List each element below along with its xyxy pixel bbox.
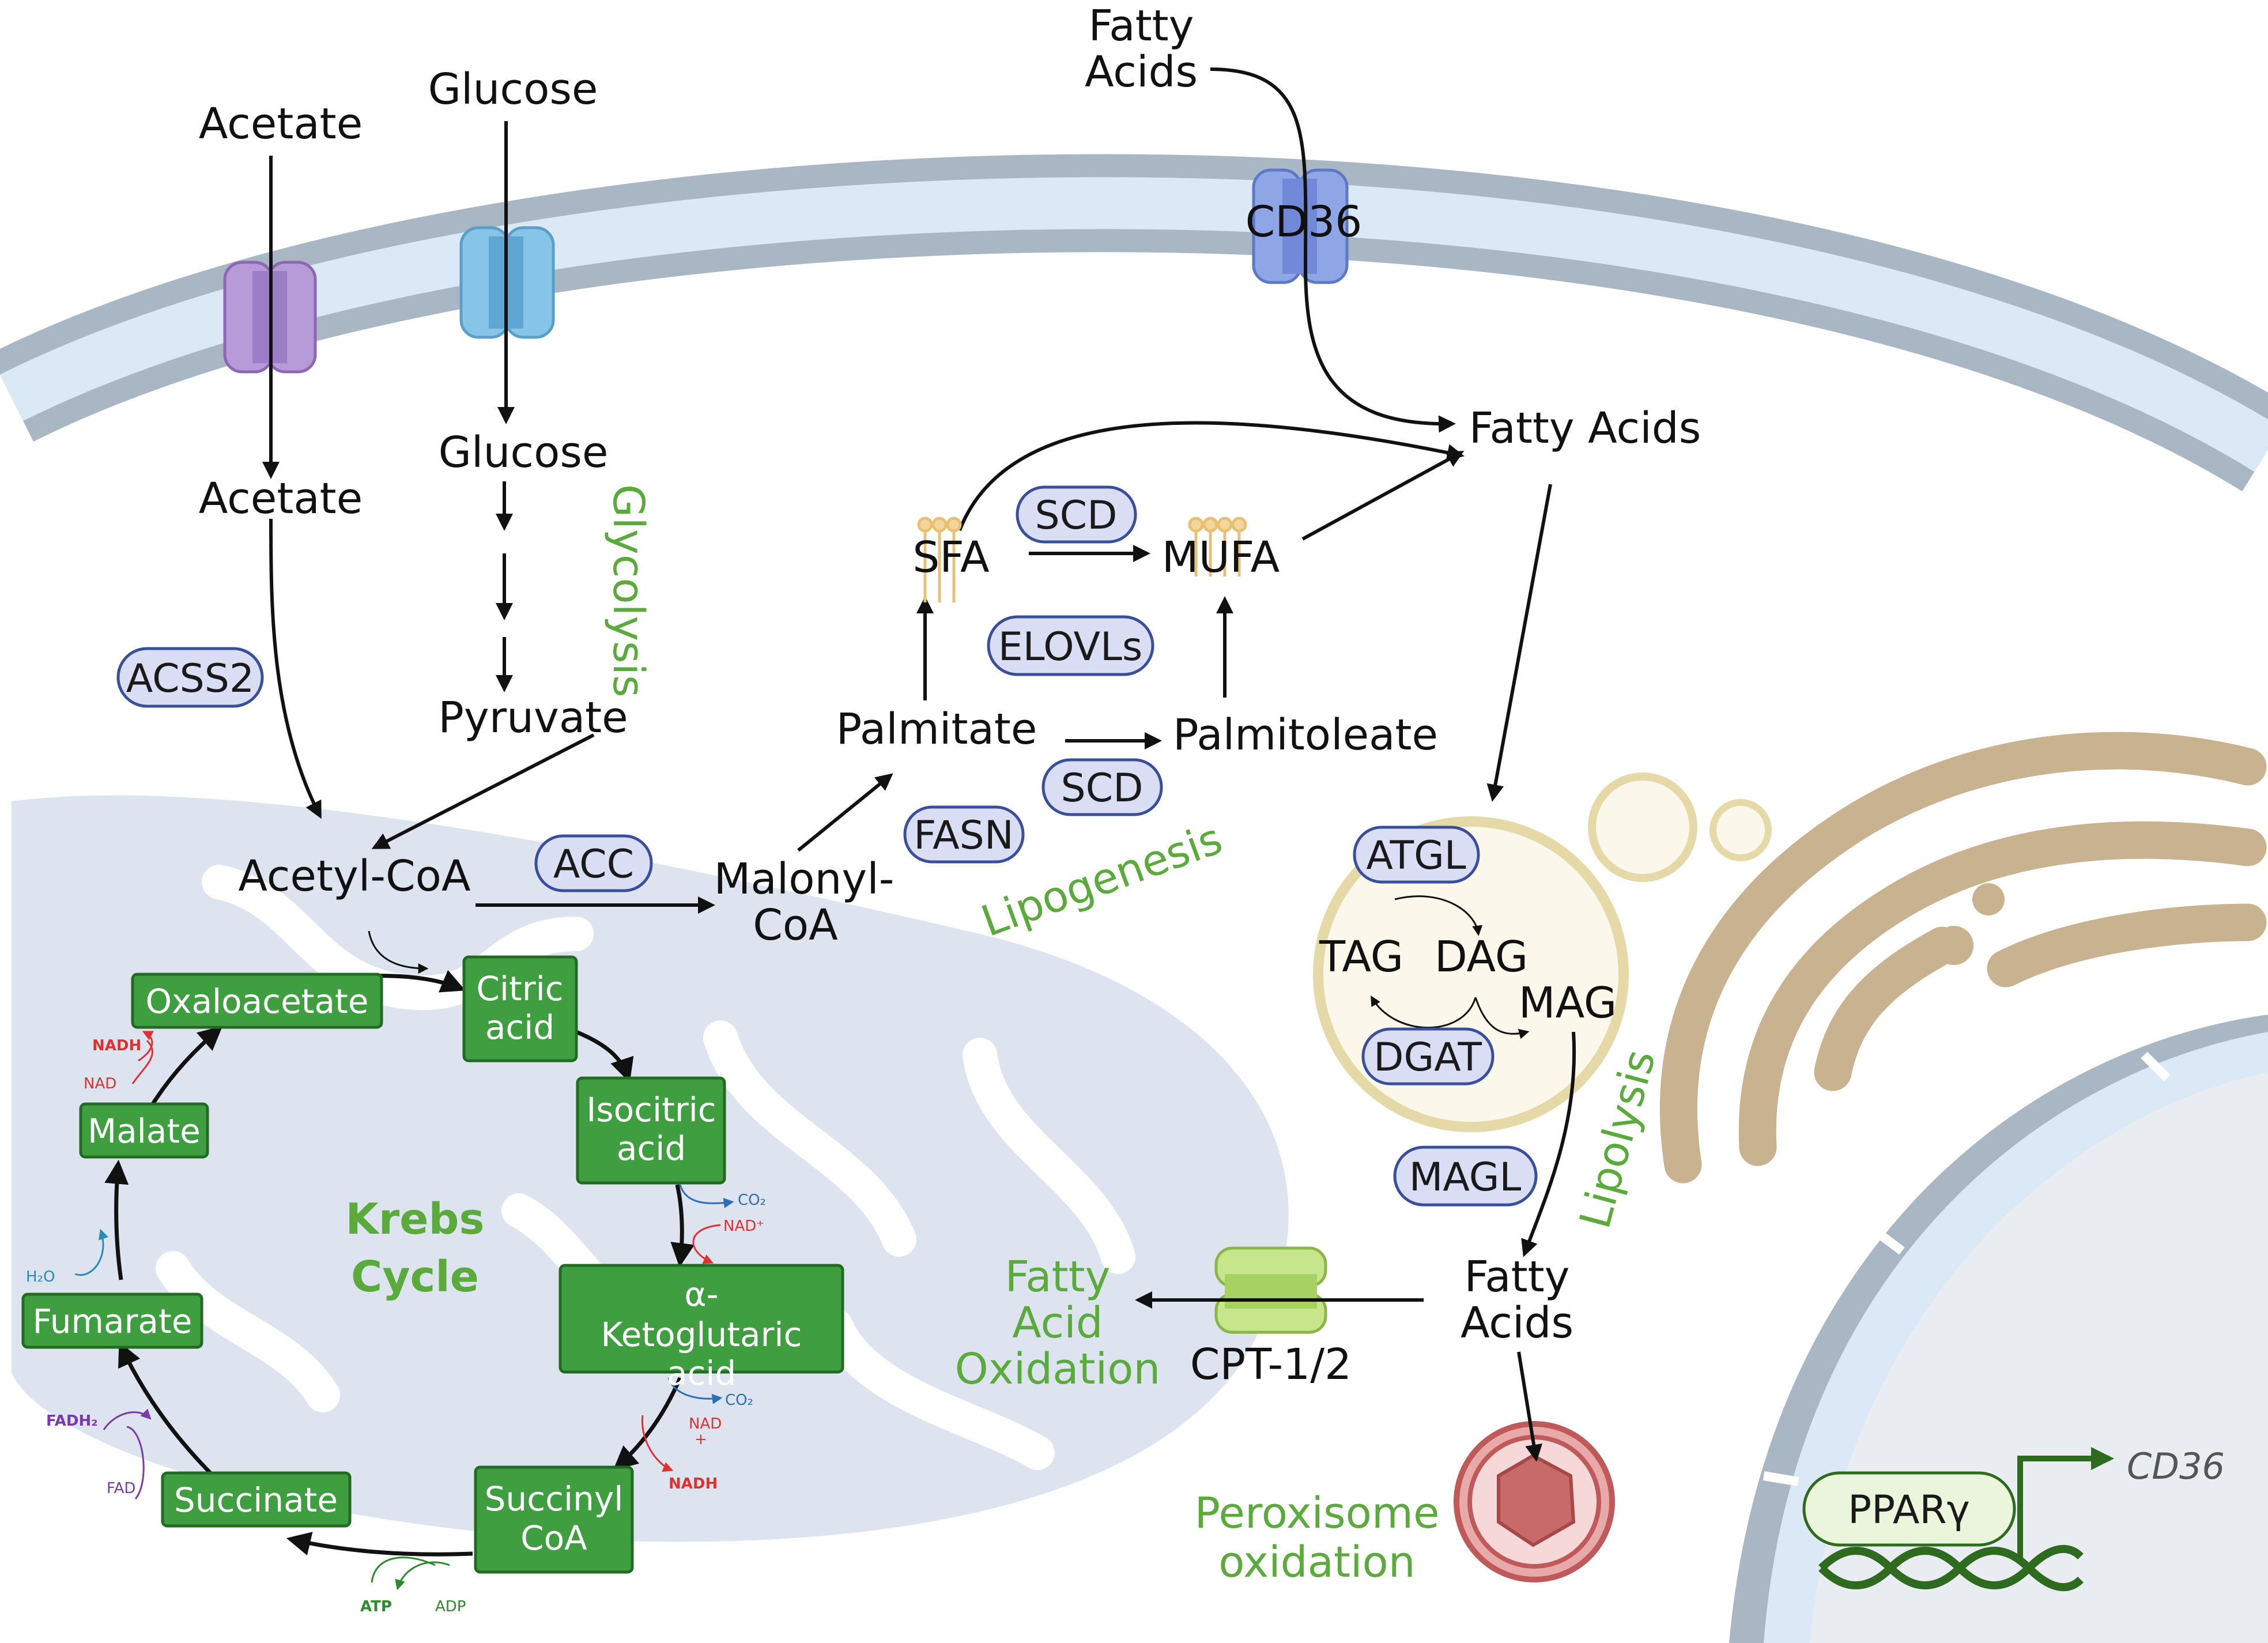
malonyl-coa-label-1: Malonyl- [714, 854, 895, 904]
atgl-enzyme: ATGL [1366, 833, 1466, 879]
co2-label-b: CO₂ [725, 1392, 753, 1409]
cd36-label: CD36 [1246, 197, 1363, 247]
succinyl-coa-label-1: Succinyl [485, 1479, 624, 1518]
dna-helix-icon [1818, 1545, 2084, 1591]
fatty-acids-extracellular-label-1: Fatty [1089, 1, 1194, 51]
pathway-arrows [262, 67, 1576, 1462]
nad-label-top: NAD [84, 1075, 116, 1092]
acss2-enzyme: ACSS2 [126, 656, 254, 702]
cpt-transporter [1214, 1246, 1327, 1334]
fad-label: FAD [107, 1480, 135, 1497]
cpt-label: CPT-1/2 [1190, 1340, 1352, 1389]
palmitoleate-label: Palmitoleate [1173, 710, 1438, 760]
cd36-transporter [1252, 168, 1349, 284]
krebs-boxes [21, 955, 844, 1574]
dgat-enzyme: DGAT [1373, 1035, 1482, 1080]
nadh-label-top: NADH [92, 1037, 141, 1054]
elovls-enzyme: ELOVLs [998, 624, 1143, 670]
fatty-acid-oxidation-label-2: Acid [1012, 1298, 1103, 1348]
citric-acid-label-2: acid [485, 1008, 554, 1047]
krebs-cycle-label-2: Cycle [351, 1252, 479, 1302]
malonyl-coa-label-2: CoA [753, 900, 838, 950]
dag-label: DAG [1435, 932, 1528, 982]
fatty-acids-lower-label-2: Acids [1461, 1298, 1573, 1348]
ppar-gamma-label: PPARγ [1848, 1487, 1970, 1533]
glucose-extracellular-label: Glucose [428, 65, 598, 114]
nad-label-b: NAD [689, 1415, 722, 1433]
glycolysis-label: Glycolysis [603, 484, 653, 698]
fatty-acid-oxidation-label-1: Fatty [1005, 1252, 1111, 1302]
fatty-acid-oxidation-label-3: Oxidation [955, 1344, 1161, 1394]
h2o-label: H₂O [26, 1268, 55, 1286]
fatty-acids-extracellular-label-2: Acids [1085, 47, 1198, 97]
succinate-label: Succinate [174, 1480, 338, 1520]
atp-label: ATP [360, 1598, 392, 1615]
magl-enzyme: MAGL [1409, 1155, 1522, 1200]
scd-enzyme-top: SCD [1035, 493, 1117, 538]
co2-label-a: CO₂ [738, 1192, 766, 1209]
golgi-apparatus [1660, 732, 2267, 1184]
alpha-ketoglutaric-acid-label-3: acid [667, 1354, 736, 1393]
cell-membrane [0, 154, 2268, 492]
krebs-cycle-label-1: Krebs [345, 1194, 484, 1244]
nad-plus-sign-b: + [695, 1431, 707, 1448]
isocitric-acid-label-2: acid [617, 1129, 686, 1168]
fumarate-label: Fumarate [33, 1302, 193, 1341]
citric-acid-label-1: Citric [476, 969, 563, 1008]
peroxisome-oxidation-label-1: Peroxisome [1194, 1489, 1439, 1538]
lipid-molecule-icon [917, 517, 1247, 602]
acetate-intracellular-label: Acetate [199, 474, 363, 523]
isocitric-acid-label-1: Isocitric [586, 1090, 716, 1129]
mag-label: MAG [1519, 978, 1617, 1028]
oxaloacetate-label: Oxaloacetate [146, 982, 369, 1021]
succinyl-coa-label-2: CoA [520, 1518, 587, 1558]
adp-label: ADP [435, 1598, 466, 1615]
malate-label: Malate [88, 1111, 201, 1151]
gene-transcription-arrow [2017, 1447, 2114, 1562]
fatty-acids-lower-label-1: Fatty [1465, 1252, 1570, 1302]
fadh2-label: FADH₂ [46, 1412, 98, 1430]
palmitate-label: Palmitate [836, 704, 1037, 754]
scd-enzyme-bottom: SCD [1061, 766, 1143, 811]
acetyl-coa-label: Acetyl-CoA [238, 851, 471, 901]
fasn-enzyme: FASN [914, 813, 1013, 858]
peroxisome-oxidation-label-2: oxidation [1218, 1538, 1415, 1587]
acetate-extracellular-label: Acetate [199, 99, 363, 149]
pyruvate-label: Pyruvate [438, 693, 628, 743]
nadh-label-b: NADH [669, 1475, 718, 1493]
alpha-ketoglutaric-acid-label-1: α- [684, 1275, 718, 1314]
acc-enzyme: ACC [553, 842, 634, 887]
cd36-gene-label: CD36 [2127, 1445, 2225, 1487]
peroxisome [1454, 1421, 1615, 1582]
fatty-acids-cytosol-label: Fatty Acids [1469, 404, 1701, 453]
krebs-cycle-arrows [104, 970, 695, 1557]
sfa-label: SFA [912, 533, 990, 582]
mufa-label: MUFA [1162, 533, 1280, 582]
glucose-intracellular-label: Glucose [439, 428, 609, 477]
tag-label: TAG [1319, 932, 1403, 982]
nad-plus-label: NAD⁺ [723, 1218, 764, 1235]
cofactor-arrows [74, 1031, 734, 1591]
alpha-ketoglutaric-acid-label-2: Ketoglutaric [601, 1315, 802, 1354]
enzyme-pills [116, 485, 2016, 1547]
